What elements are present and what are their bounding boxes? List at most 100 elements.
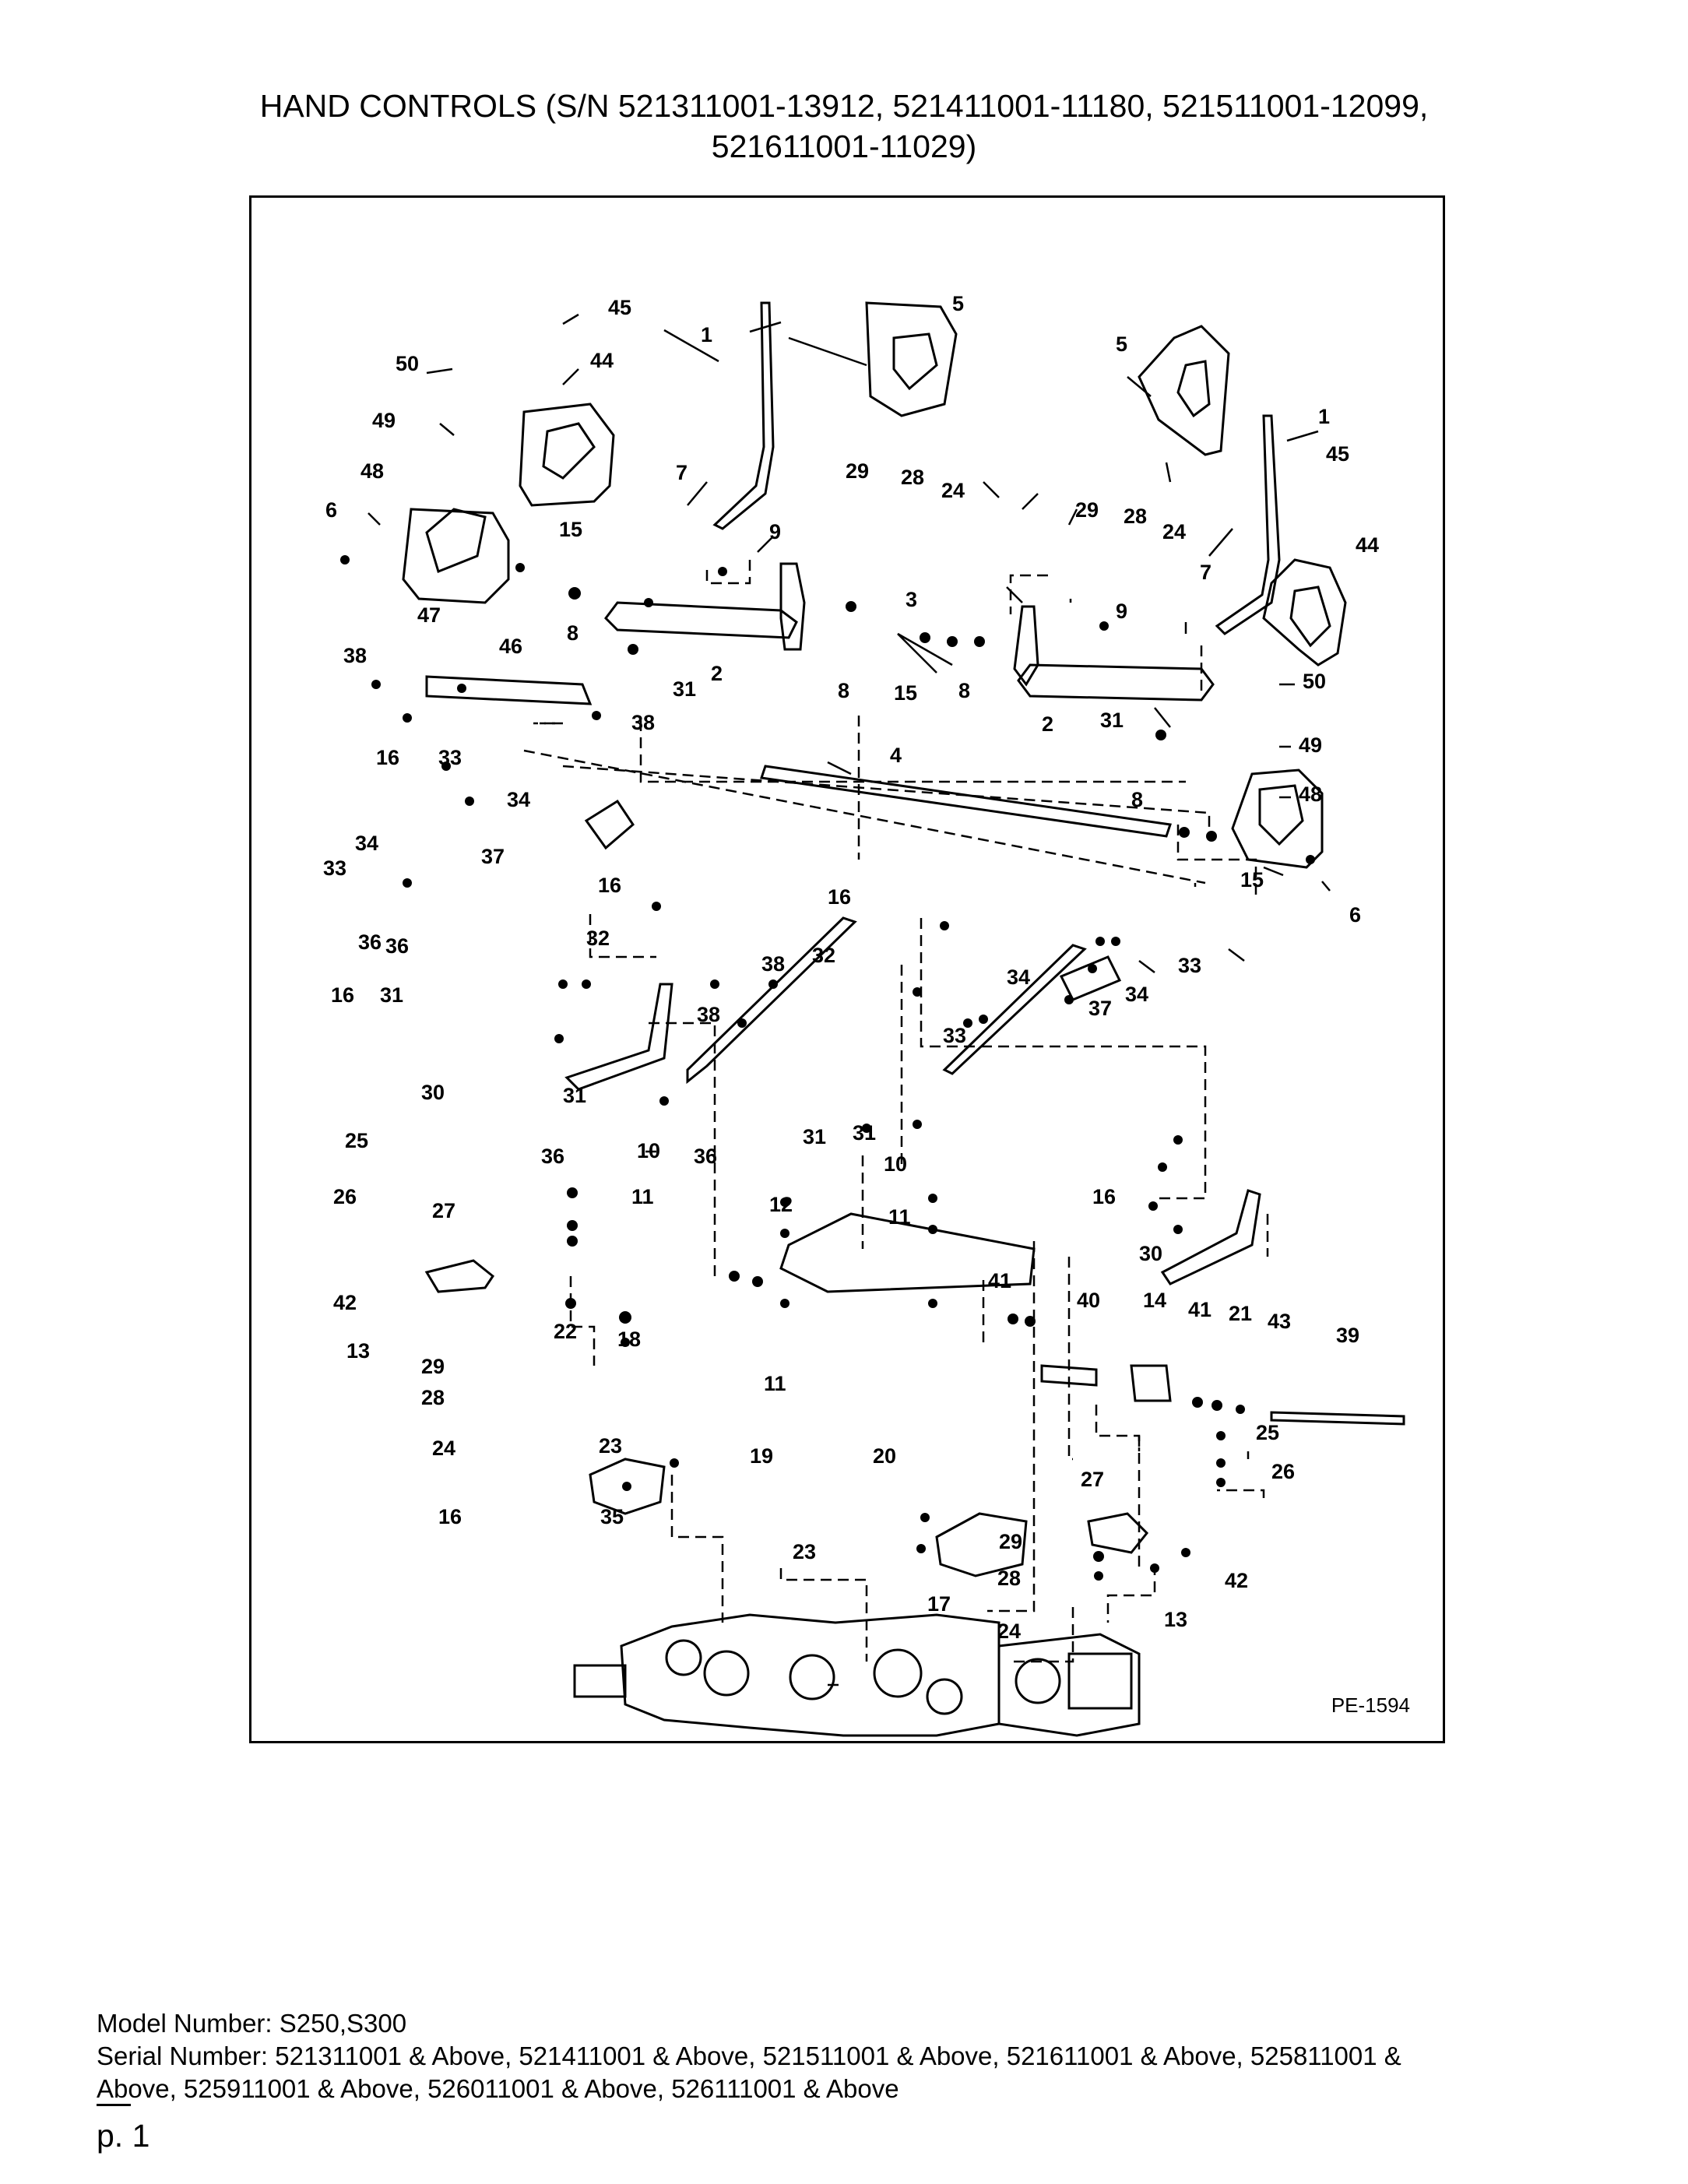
lever-arm-left [779, 562, 806, 651]
callout-label: 50 [396, 352, 419, 375]
callout-label: 11 [631, 1185, 654, 1208]
plate-46 [425, 675, 593, 705]
diagram-svg: 45 44 50 49 48 6 15 8 7 9 1 5 29 28 24 5… [323, 292, 1405, 1737]
callout-label: 34 [355, 832, 378, 855]
rod-40 [1040, 1364, 1098, 1387]
bracket-17 [935, 1512, 1028, 1577]
callout-label: 25 [1256, 1421, 1279, 1444]
callout-label: 44 [1356, 533, 1379, 557]
callout-label: 49 [1299, 733, 1322, 757]
hand-lever-1-left [712, 301, 775, 530]
callout-label: 46 [499, 635, 522, 658]
callout-label: 29 [421, 1355, 445, 1378]
serial-number-line-2: Above, 525911001 & Above, 526011001 & Ab… [97, 2074, 899, 2103]
callout-leaders [367, 313, 1331, 973]
model-number: Model Number: S250,S300 [97, 2009, 407, 2038]
callout-label: 14 [1143, 1289, 1166, 1312]
callout-label: 28 [421, 1386, 445, 1409]
callout-label: 49 [372, 409, 396, 432]
callout-label: 5 [952, 292, 964, 315]
callout-label: 31 [853, 1121, 876, 1145]
callout-label: 42 [1225, 1569, 1248, 1592]
mount-bracket-44-right [1262, 558, 1347, 666]
lever-27-right [1087, 1512, 1149, 1554]
callout-label: 4 [890, 744, 902, 767]
callout-label: 27 [1081, 1468, 1104, 1491]
serial-number-line-1: Serial Number: 521311001 & Above, 521411… [97, 2042, 1401, 2070]
callout-label: 3 [906, 588, 917, 611]
callout-label: 43 [1268, 1310, 1291, 1333]
callout-label: 38 [697, 1003, 720, 1026]
spring-cylinder-37-left [584, 799, 635, 850]
callout-label: 26 [333, 1185, 357, 1208]
figure-code: PE-1594 [1331, 1693, 1410, 1717]
callout-label: 41 [988, 1269, 1011, 1292]
callout-label: 36 [694, 1145, 717, 1168]
arm-30-right [1160, 1189, 1261, 1285]
callout-label: 5 [1116, 332, 1127, 356]
callout-label: 35 [600, 1505, 624, 1528]
callout-label: 37 [481, 845, 505, 868]
callout-label: 15 [894, 681, 917, 705]
callout-label: 16 [1092, 1185, 1116, 1208]
callout-label: 48 [360, 459, 384, 483]
callout-label: 32 [812, 944, 835, 967]
callout-label: 27 [432, 1199, 455, 1222]
callout-label: 8 [838, 679, 849, 702]
callout-label: 41 [1188, 1298, 1211, 1321]
callout-label: 30 [1139, 1242, 1162, 1265]
callout-label: 6 [325, 498, 337, 522]
hand-lever-1-right [1215, 414, 1281, 635]
callout-label: 50 [1303, 670, 1326, 693]
mount-bracket-44-left [519, 403, 615, 507]
callout-label: 19 [750, 1444, 773, 1468]
callout-label: 23 [599, 1434, 622, 1458]
callout-label: 21 [1229, 1302, 1252, 1325]
callout-label: 25 [345, 1129, 368, 1152]
callout-label: 38 [343, 644, 367, 667]
callout-label: 34 [1007, 965, 1030, 989]
callout-label: 16 [331, 983, 354, 1007]
callout-label: 9 [769, 520, 781, 543]
callout-label: 6 [1349, 903, 1361, 927]
callout-label: 15 [559, 518, 582, 541]
callout-label: 18 [617, 1328, 641, 1351]
callout-label: 24 [1162, 520, 1186, 543]
bracket-35 [589, 1458, 666, 1515]
callout-label: 34 [1125, 983, 1148, 1006]
callout-label: 36 [358, 930, 382, 954]
callout-label: 23 [793, 1540, 816, 1563]
callout-label: 31 [803, 1125, 826, 1148]
callout-label: 22 [554, 1320, 577, 1343]
shaft-4 [760, 765, 1172, 838]
torque-tube-2-left [604, 601, 798, 639]
callout-label: 44 [590, 349, 614, 372]
callout-label: 40 [1077, 1289, 1100, 1312]
callout-label: 31 [1100, 709, 1124, 732]
exploded-parts-diagram: 45 44 50 49 48 6 15 8 7 9 1 5 29 28 24 5… [249, 195, 1445, 1743]
mount-plate-5-right [1138, 325, 1230, 456]
callout-label: 9 [1116, 600, 1127, 623]
callout-label: 39 [1336, 1324, 1359, 1347]
link-32-right [942, 944, 1087, 1075]
footer-divider [97, 2104, 131, 2106]
callout-label: 7 [1200, 561, 1211, 584]
callout-label: 42 [333, 1291, 357, 1314]
callout-label: 2 [1042, 712, 1053, 736]
callout-label: 36 [541, 1145, 564, 1168]
callout-label: 33 [323, 856, 346, 880]
link-32-left [686, 916, 857, 1085]
callout-label: 16 [598, 874, 621, 897]
callout-label: 20 [873, 1444, 896, 1468]
page-title-line-2: 521611001-11029) [711, 128, 977, 164]
callout-label: 33 [943, 1024, 966, 1047]
callout-label: 45 [608, 296, 631, 319]
callout-label: 37 [1088, 997, 1112, 1020]
callout-label: 31 [563, 1084, 586, 1107]
callout-label: 30 [421, 1081, 445, 1104]
callout-label: 28 [997, 1567, 1021, 1590]
callout-label: 47 [417, 603, 441, 627]
callout-label: 8 [958, 679, 970, 702]
callout-label: 17 [927, 1592, 951, 1616]
mount-plate-5-left [865, 301, 958, 417]
